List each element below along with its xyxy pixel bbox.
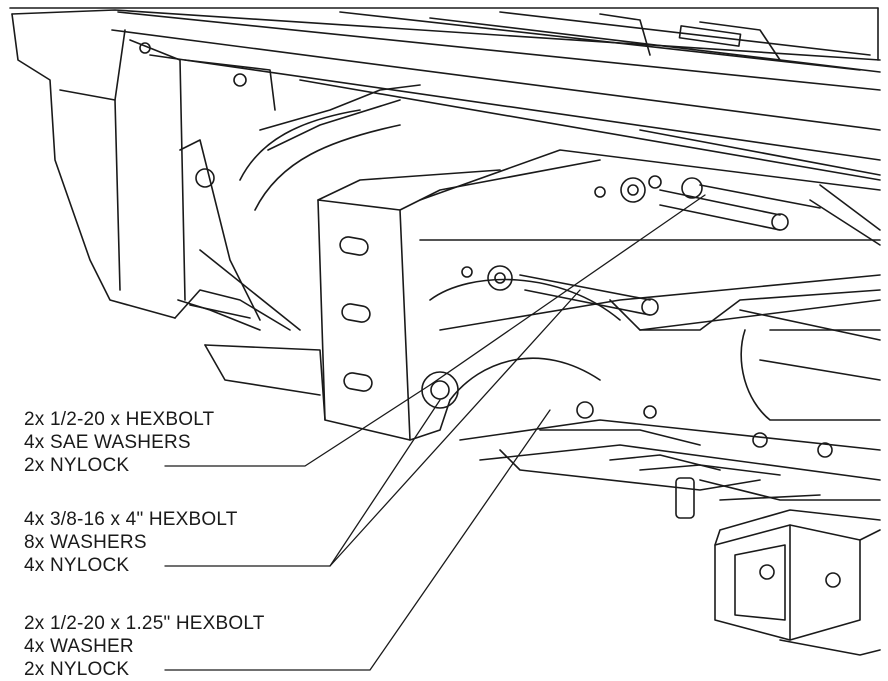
frame-border (9, 7, 879, 61)
callout-hexbolt-1-2-20: 2x 1/2-20 x HEXBOLT 4x SAE WASHERS 2x NY… (24, 408, 214, 477)
callout-hexbolt-3-8-16: 4x 3/8-16 x 4" HEXBOLT 8x WASHERS 4x NYL… (24, 508, 238, 577)
leader-lines (164, 194, 706, 671)
callout-2-line-3: 4x NYLOCK (24, 555, 130, 576)
leader-line-1b (429, 194, 706, 386)
leader-line-1 (164, 384, 431, 467)
callout-1-line-3: 2x NYLOCK (24, 455, 130, 476)
hitch-crossmember (419, 149, 881, 421)
callout-1-line-2: 4x SAE WASHERS (24, 432, 191, 453)
vehicle-bed (11, 9, 881, 181)
callout-3-line-2: 4x WASHER (24, 636, 134, 657)
callout-3-line-3: 2x NYLOCK (24, 659, 130, 680)
leader-line-3 (164, 409, 551, 671)
receiver-assembly (459, 401, 881, 656)
vehicle-body-panel (11, 13, 421, 331)
callout-3-line-1: 2x 1/2-20 x 1.25" HEXBOLT (24, 613, 265, 634)
side-mount-bracket (204, 159, 601, 441)
callout-2-line-1: 4x 3/8-16 x 4" HEXBOLT (24, 509, 238, 530)
callout-hexbolt-1-2-20-1-25: 2x 1/2-20 x 1.25" HEXBOLT 4x WASHER 2x N… (24, 612, 265, 681)
leader-line-2b (329, 399, 441, 567)
callout-2-line-2: 8x WASHERS (24, 532, 147, 553)
callout-1-line-1: 2x 1/2-20 x HEXBOLT (24, 409, 215, 430)
